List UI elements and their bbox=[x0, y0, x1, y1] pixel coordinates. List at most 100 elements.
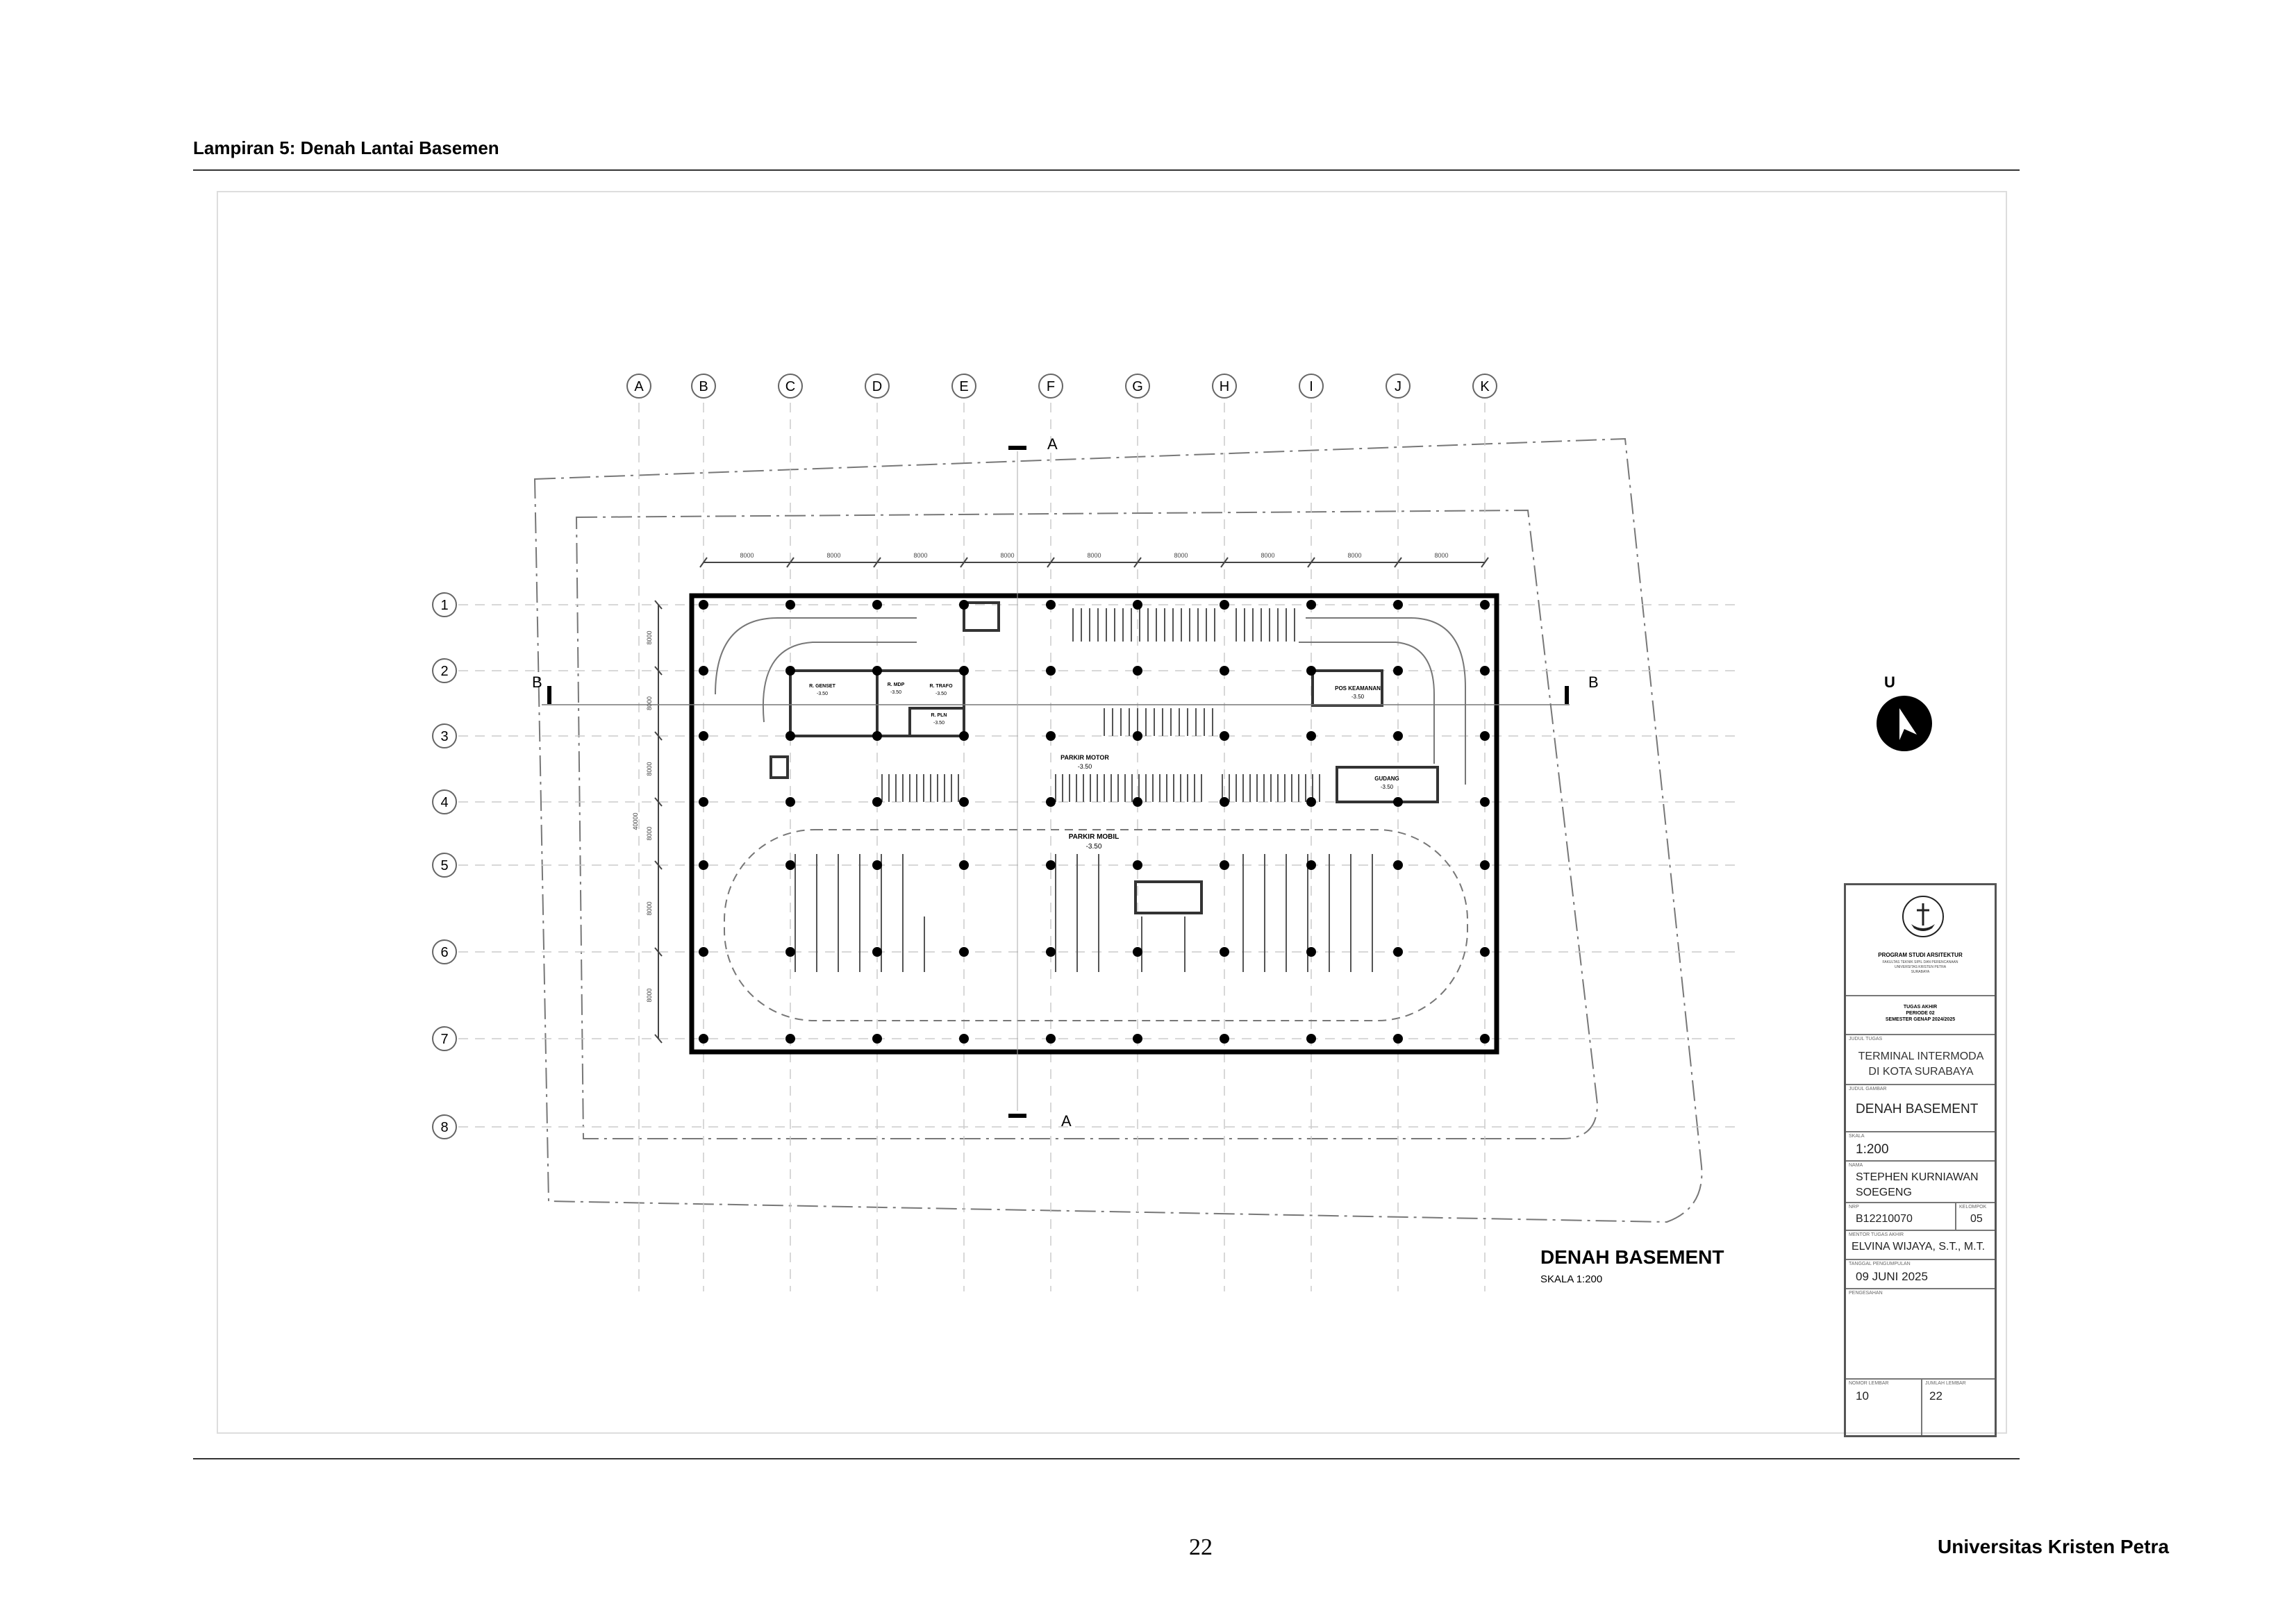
dimension-tick bbox=[1307, 557, 1315, 568]
grid-bubble-B bbox=[691, 374, 716, 399]
structural-column bbox=[699, 1034, 708, 1044]
structural-column bbox=[1393, 860, 1403, 870]
tb-scale: SKALA 1:200 bbox=[1846, 1132, 1995, 1162]
structural-column bbox=[785, 947, 795, 957]
grid-bubble-K bbox=[1472, 374, 1497, 399]
structural-column bbox=[959, 666, 969, 676]
structural-column bbox=[1133, 1034, 1142, 1044]
dimension-tick bbox=[654, 600, 663, 610]
room-level-r-pln: -3.50 bbox=[933, 721, 945, 726]
university-logo bbox=[1902, 896, 1944, 937]
structural-column bbox=[1393, 797, 1403, 807]
tb-name: STEPHEN KURNIAWAN SOEGENG bbox=[1856, 1171, 1979, 1198]
grid-bubble-E bbox=[951, 374, 976, 399]
structural-column bbox=[959, 797, 969, 807]
top-dimension-label: 8000 bbox=[1434, 552, 1448, 559]
grid-bubble-D bbox=[865, 374, 890, 399]
top-dimension-label: 8000 bbox=[913, 552, 927, 559]
room-label-r-genset: R. GENSET bbox=[809, 684, 835, 689]
tb-total-label: JUMLAH LEMBAR bbox=[1925, 1381, 1966, 1386]
tb-drawing-label: JUDUL GAMBAR bbox=[1849, 1087, 1887, 1091]
grid-label-C: C bbox=[785, 379, 795, 394]
structural-column bbox=[699, 600, 708, 610]
tb-nrp: B12210070 bbox=[1856, 1213, 1913, 1225]
structural-column bbox=[1393, 1034, 1403, 1044]
structural-column bbox=[1046, 666, 1056, 676]
grid-label-5: 5 bbox=[440, 858, 448, 873]
grid-label-8: 8 bbox=[440, 1120, 448, 1135]
grid-label-G: G bbox=[1132, 379, 1143, 394]
tb-group: 05 bbox=[1970, 1213, 1983, 1225]
dimension-tick bbox=[699, 557, 708, 568]
structural-column bbox=[1393, 600, 1403, 610]
room-label-r-pln: R. PLN bbox=[931, 713, 947, 718]
left-total-dimension: 40000 bbox=[632, 812, 639, 830]
tb-date-label: TANGGAL PENGUMPULAN bbox=[1849, 1262, 1911, 1266]
structural-column bbox=[1046, 731, 1056, 741]
dimension-tick bbox=[1047, 557, 1055, 568]
structural-column bbox=[699, 860, 708, 870]
rooms bbox=[770, 601, 1439, 914]
dimension-tick bbox=[1133, 557, 1142, 568]
structural-column bbox=[1220, 947, 1229, 957]
structural-column bbox=[1133, 731, 1142, 741]
tb-mentor: ELVINA WIJAYA, S.T., M.T. bbox=[1852, 1241, 1986, 1253]
top-dimension-label: 8000 bbox=[740, 552, 754, 559]
left-dimension-label: 8000 bbox=[646, 826, 653, 840]
structural-column bbox=[959, 731, 969, 741]
tb-scale-label: SKALA bbox=[1849, 1134, 1865, 1139]
title-block: PROGRAM STUDI ARSITEKTUR FAKULTAS TEKNIK… bbox=[1844, 883, 1997, 1437]
grid-label-B: B bbox=[699, 379, 708, 394]
pos-keamanan-walls bbox=[1311, 669, 1383, 707]
structural-column bbox=[1393, 731, 1403, 741]
site-boundary bbox=[533, 437, 1703, 1223]
structural-column bbox=[785, 1034, 795, 1044]
dimension-tick bbox=[1394, 557, 1402, 568]
room-level-r-mdp: -3.50 bbox=[890, 690, 901, 695]
top-dimension-label: 8000 bbox=[1000, 552, 1014, 559]
structural-column bbox=[959, 1034, 969, 1044]
tb-sheet: NOMOR LEMBAR 10 JUMLAH LEMBAR 22 bbox=[1846, 1380, 1995, 1435]
left-dimension-label: 8000 bbox=[646, 630, 653, 644]
structural-column bbox=[872, 600, 882, 610]
structural-column bbox=[1480, 1034, 1490, 1044]
parking-layout bbox=[715, 617, 1468, 1021]
tb-name: NAMA STEPHEN KURNIAWAN SOEGENG bbox=[1846, 1162, 1995, 1203]
structural-column bbox=[959, 860, 969, 870]
structural-column bbox=[785, 731, 795, 741]
structural-column bbox=[1046, 1034, 1056, 1044]
structural-column bbox=[1046, 797, 1056, 807]
grid-label-I: I bbox=[1309, 379, 1313, 394]
grid-bubble-F bbox=[1038, 374, 1063, 399]
structural-column bbox=[699, 666, 708, 676]
header-rule bbox=[193, 169, 2020, 171]
structural-column bbox=[699, 947, 708, 957]
top-dimension-label: 8000 bbox=[1347, 552, 1361, 559]
top-dimension-label: 8000 bbox=[1087, 552, 1101, 559]
tb-date: TANGGAL PENGUMPULAN 09 JUNI 2025 bbox=[1846, 1260, 1995, 1289]
tb-task-title: TUGAS AKHIR bbox=[1903, 1005, 1938, 1010]
grid-label-4: 4 bbox=[440, 795, 448, 810]
pln-walls bbox=[908, 707, 965, 737]
structural-column bbox=[785, 797, 795, 807]
structural-column bbox=[785, 860, 795, 870]
structural-column bbox=[1393, 666, 1403, 676]
north-label: U bbox=[1884, 673, 1895, 691]
structural-column bbox=[1220, 860, 1229, 870]
room-level-gudang: -3.50 bbox=[1381, 784, 1394, 790]
structural-column bbox=[1220, 731, 1229, 741]
tb-project: JUDUL TUGAS TERMINAL INTERMODA DI KOTA S… bbox=[1846, 1035, 1995, 1085]
structural-column bbox=[1220, 1034, 1229, 1044]
gudang-walls bbox=[1336, 766, 1439, 803]
section-markers: A A B B bbox=[532, 435, 1599, 1130]
tb-project-label: JUDUL TUGAS bbox=[1849, 1037, 1883, 1041]
tb-approval-label: PENGESAHAN bbox=[1849, 1291, 1883, 1296]
room-level-parkir-motor: -3.50 bbox=[1078, 763, 1092, 770]
grid-bubble-I bbox=[1299, 374, 1324, 399]
structural-column bbox=[699, 797, 708, 807]
structural-column bbox=[872, 860, 882, 870]
grid-bubble-5 bbox=[432, 853, 457, 878]
grid-bubble-8 bbox=[432, 1114, 457, 1139]
footer-rule bbox=[193, 1458, 2020, 1459]
